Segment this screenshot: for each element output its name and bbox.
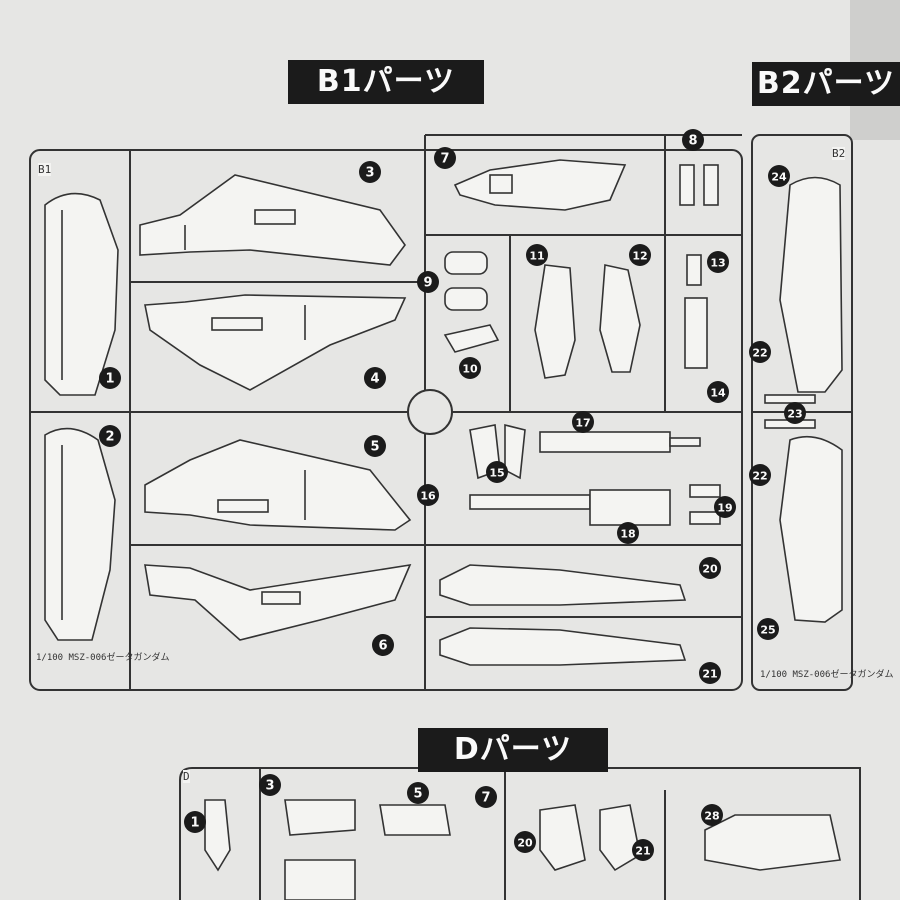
part-number-label: 12 [632,250,647,263]
part-number-badge [699,662,721,684]
part-number-badge [372,634,394,656]
part-number-badge [572,411,594,433]
part-number-label: 1 [190,816,199,831]
part-number-badge [99,367,121,389]
part-number-badge [784,402,806,424]
part-number-badge [707,381,729,403]
part-number-badge [417,484,439,506]
part-number-label: 14 [710,387,726,400]
part-number-badge [359,161,381,183]
part-number-badge [714,496,736,518]
part-number-label: 18 [620,528,635,541]
part-number-label: 23 [787,408,802,421]
part-number-label: 3 [265,779,274,794]
part-number-badge [417,271,439,293]
b1-parts-label: B1パーツ [288,60,484,104]
part-number-label: 21 [635,845,650,858]
part-number-badge [757,618,779,640]
part-number-badge [768,165,790,187]
part-number-badge [475,786,497,808]
d-parts [204,799,841,900]
part-number-badge [514,831,536,853]
part-number-label: 8 [688,134,697,149]
part-number-badge [526,244,548,266]
part-number-label: 10 [462,363,478,376]
part-number-badge [259,774,281,796]
part-number-badge [701,804,723,826]
part-number-badge [364,435,386,457]
part-number-badge [629,244,651,266]
part-number-badge [434,147,456,169]
part-number-badge [707,251,729,273]
part-number-badge [184,811,206,833]
part-number-badge [699,557,721,579]
part-number-label: 19 [717,502,732,515]
b1-frame-tag: B1 [38,163,52,176]
part-number-badge [617,522,639,544]
b2-runner-caption: 1/100 MSZ-006ゼータガンダム [760,670,894,680]
part-number-label: 5 [370,440,379,455]
part-number-label: 7 [440,152,449,167]
part-number-label: 11 [529,250,544,263]
part-number-label: 1 [105,372,114,387]
part-number-badge [632,839,654,861]
part-number-label: 5 [413,787,422,802]
part-number-label: 3 [365,166,374,181]
b1-runner-caption: 1/100 MSZ-006ゼータガンダム [36,653,170,663]
d-frame-tag: D [183,770,190,783]
part-number-label: 28 [704,810,719,823]
part-number-label: 7 [481,791,490,806]
b2-frame-tag: B2 [832,147,846,160]
part-number-label: 25 [760,624,775,637]
part-number-badge [407,782,429,804]
part-number-label: 9 [423,276,432,291]
part-number-label: 6 [378,639,387,654]
part-number-label: 20 [702,563,718,576]
b1-parts [44,159,721,666]
b2-part-number-badges: 22 23 22 24 25 [749,165,806,640]
part-number-label: 20 [517,837,533,850]
part-number-label: 13 [710,257,725,270]
part-number-badge [682,129,704,151]
b2-parts-label: B2パーツ [752,62,900,106]
part-number-badge [99,425,121,447]
part-number-label: 17 [575,417,590,430]
part-number-label: 22 [752,470,767,483]
part-number-badge [749,341,771,363]
d-parts-label: Dパーツ [418,728,608,772]
d-part-number-badges: 1 3 5 7 20 21 28 [184,774,723,861]
b2-parts [764,176,843,623]
part-number-label: 16 [420,490,436,503]
part-number-badge [459,357,481,379]
part-number-label: 4 [370,372,379,387]
part-number-label: 22 [752,347,767,360]
part-number-label: 24 [771,171,787,184]
part-number-badge [749,464,771,486]
part-number-badge [364,367,386,389]
part-number-badge [486,461,508,483]
part-number-label: 15 [489,467,504,480]
part-number-label: 21 [702,668,717,681]
part-number-label: 2 [105,430,114,445]
